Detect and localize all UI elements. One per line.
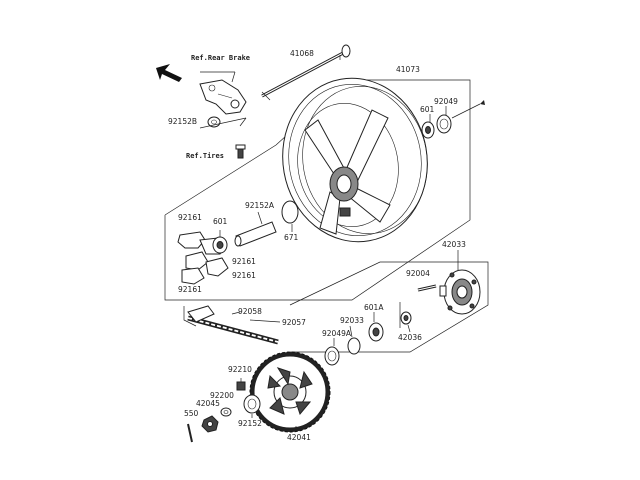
part-label-92161-c: 92161 [232, 271, 256, 280]
part-label-92152a: 92152A [245, 201, 275, 210]
sprocket-bolt-92210 [236, 378, 246, 391]
front-direction-arrow-icon [156, 64, 182, 82]
part-label-92152: 92152 [238, 419, 262, 428]
part-label-92058: 92058 [238, 307, 262, 316]
rear-wheel [282, 77, 428, 243]
collar-92152a [234, 221, 277, 247]
circlip-92033 [347, 337, 361, 355]
stud-92004 [417, 284, 437, 292]
ref-rear-brake-label: Ref.Rear Brake [191, 54, 250, 62]
collar-92152b [207, 116, 221, 128]
rear-sprocket-42041 [249, 351, 331, 433]
part-label-601-left: 601 [213, 217, 228, 226]
part-label-92200: 92200 [210, 391, 234, 400]
part-label-42045: 42045 [196, 399, 220, 408]
part-label-92210: 92210 [228, 365, 252, 374]
o-ring-671 [281, 200, 299, 224]
seal-92049a [324, 346, 340, 366]
part-label-42041: 42041 [287, 433, 311, 442]
part-label-92161-b: 92161 [232, 257, 256, 266]
part-label-92049: 92049 [434, 97, 458, 106]
collar-92152 [243, 394, 261, 414]
hub-group-outline [289, 261, 489, 353]
ref-tires-label: Ref.Tires [186, 152, 224, 160]
nut-42045 [201, 415, 219, 433]
bearing-601-top [421, 121, 435, 139]
cotter-pin-550 [187, 423, 193, 443]
part-label-42033: 42033 [442, 240, 466, 249]
washer-92200 [220, 407, 232, 417]
rear-axle [261, 44, 351, 101]
seal-92049 [436, 114, 452, 134]
part-label-92057: 92057 [282, 318, 306, 327]
part-label-41068: 41068 [290, 49, 314, 58]
caliper-bracket [199, 79, 247, 115]
drive-chain [187, 305, 279, 345]
part-label-601a: 601A [364, 303, 384, 312]
bearing-601-left [212, 236, 228, 254]
sprocket-hub-42033 [439, 269, 481, 315]
part-label-92161-d: 92161 [178, 285, 202, 294]
part-label-42036: 42036 [398, 333, 422, 342]
part-label-92152b: 92152B [168, 117, 197, 126]
part-label-41073: 41073 [396, 65, 420, 74]
part-label-671: 671 [284, 233, 299, 242]
part-label-92161-a: 92161 [178, 213, 202, 222]
collar-42036 [400, 311, 412, 325]
part-label-550: 550 [184, 409, 199, 418]
part-label-92049a: 92049A [322, 329, 352, 338]
bearing-601a [368, 322, 384, 342]
tire-valve [235, 144, 246, 159]
part-label-601-top: 601 [420, 105, 435, 114]
part-label-92004: 92004 [406, 269, 430, 278]
part-label-92033: 92033 [340, 316, 364, 325]
